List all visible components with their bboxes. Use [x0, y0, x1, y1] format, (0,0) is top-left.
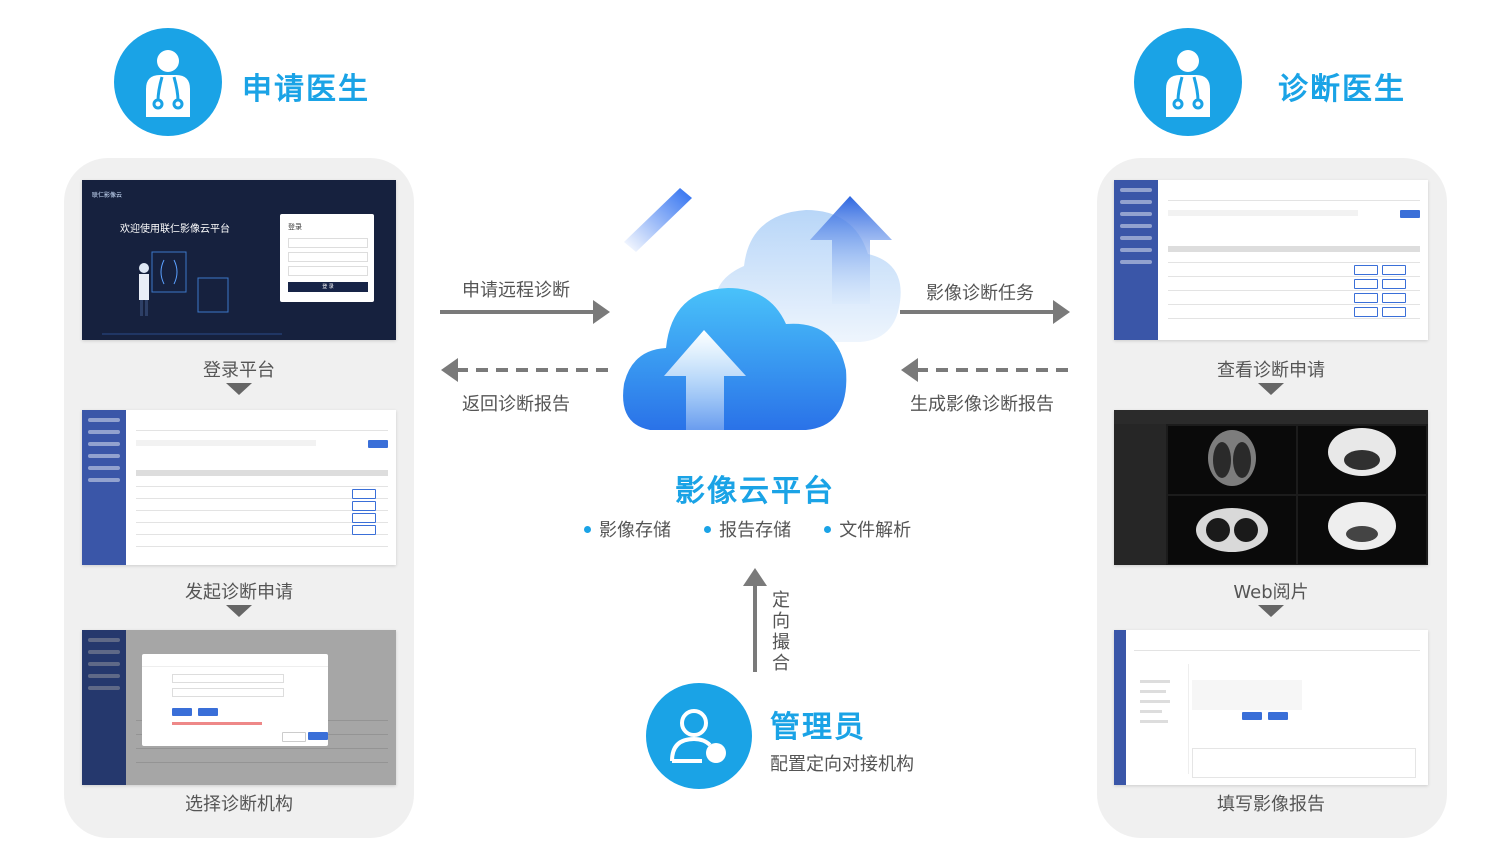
doctor-icon [146, 50, 190, 117]
report-screenshot [1114, 630, 1428, 785]
captcha-input[interactable] [288, 266, 368, 276]
feature-item: 报告存储 [704, 516, 791, 542]
flow-label-report-back: 返回诊断报告 [462, 394, 570, 415]
step-caption: 发起诊断申请 [185, 582, 293, 603]
step-caption: 选择诊断机构 [185, 794, 293, 815]
admin-title: 管理员 [770, 710, 866, 745]
login-form-title: 登录 [288, 223, 302, 231]
select-institution-dialog [142, 654, 328, 746]
step-arrow-down [226, 383, 252, 395]
step-arrow-down [226, 605, 252, 617]
medical-illustration [102, 251, 282, 335]
flow-label-request: 申请远程诊断 [462, 280, 570, 301]
username-input[interactable] [288, 238, 368, 248]
feature-item: 影像存储 [584, 516, 671, 542]
arrow-left-dashed [441, 358, 610, 382]
step-caption: 填写影像报告 [1217, 794, 1325, 815]
ct-image-grid [1168, 426, 1426, 564]
web-viewer-screenshot [1114, 410, 1428, 565]
step-caption: 登录平台 [203, 360, 275, 381]
sidebar [82, 410, 126, 565]
bullet-dot-icon [584, 525, 591, 533]
bullet-dot-icon [824, 525, 832, 533]
password-input[interactable] [288, 252, 368, 262]
arrow-up-solid [743, 568, 767, 672]
flow-label-generate-report: 生成影像诊断报告 [910, 394, 1054, 415]
institution-screenshot [82, 630, 396, 785]
arrow-right-solid [440, 300, 610, 324]
login-screenshot: 联仁影像云 欢迎使用联仁影像云平台 登录 登 录 [82, 180, 396, 340]
admin-avatar [646, 683, 752, 789]
login-submit-button[interactable]: 登 录 [288, 282, 368, 292]
step-caption: 查看诊断申请 [1217, 360, 1325, 381]
flow-label-task: 影像诊断任务 [926, 283, 1034, 304]
doctor-icon [1166, 50, 1210, 117]
apply-screenshot [82, 410, 396, 565]
step-arrow-down [1258, 383, 1284, 395]
requester-title: 申请医生 [242, 72, 370, 107]
requester-doctor-avatar [114, 28, 222, 136]
platform-features: 影像存储 报告存储 文件解析 [584, 516, 939, 542]
arrow-right-solid [900, 300, 1070, 324]
admin-subtitle: 配置定向对接机构 [770, 754, 914, 775]
platform-title: 影像云平台 [675, 474, 835, 509]
login-welcome: 欢迎使用联仁影像云平台 [120, 224, 230, 235]
step-arrow-down [1258, 605, 1284, 617]
login-brand: 联仁影像云 [92, 192, 123, 199]
feature-item: 文件解析 [824, 516, 911, 542]
diagnoser-title: 诊断医生 [1278, 72, 1406, 107]
diagnoser-doctor-avatar [1134, 28, 1242, 136]
cloud-platform-icon [623, 188, 901, 430]
flow-label-matchmaking: 定 向 撮 合 [772, 590, 790, 674]
bullet-dot-icon [704, 525, 712, 533]
login-form: 登录 登 录 [280, 214, 374, 302]
requests-screenshot [1114, 180, 1428, 340]
admin-user-icon [670, 709, 726, 763]
step-caption: Web阅片 [1233, 582, 1309, 603]
arrow-left-dashed [901, 358, 1070, 382]
